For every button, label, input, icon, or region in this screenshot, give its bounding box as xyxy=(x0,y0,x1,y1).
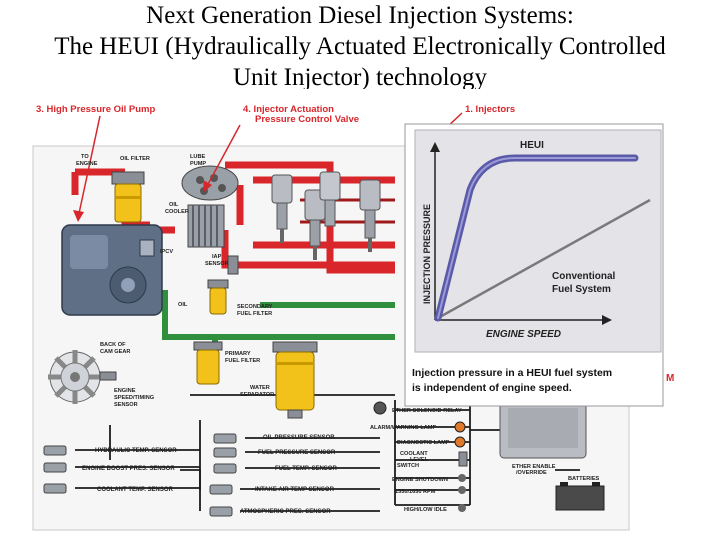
page-title: Next Generation Diesel Injection Systems… xyxy=(0,0,720,89)
label-high-low-idle: HIGH/LOW IDLE xyxy=(404,507,447,513)
label-water-sep-1: WATER xyxy=(250,385,270,391)
label-ether-enable-2: /OVERRIDE xyxy=(516,470,547,476)
graph-conventional-label-1: Conventional xyxy=(552,271,616,282)
graph-x-axis-label: ENGINE SPEED xyxy=(486,329,561,340)
label-oil-pressure-sensor: OIL PRESSURE SENSOR xyxy=(263,435,335,441)
label-iap-sensor-2: SENSOR xyxy=(205,261,229,267)
label-speed-sensor-1: ENGINE xyxy=(114,388,136,394)
conventional-fuel-system-line xyxy=(437,198,651,320)
label-engine-shutdown: ENGINE SHUTDOWN xyxy=(392,477,448,483)
secondary-fuel-filter xyxy=(207,279,229,315)
label-to-engine-1: TO xyxy=(81,154,89,160)
label-coolant-switch-3: SWITCH xyxy=(397,463,419,469)
batteries xyxy=(555,482,605,511)
oil-cooler xyxy=(187,204,225,248)
control-switch-1 xyxy=(458,474,466,482)
label-primary-filter-2: FUEL FILTER xyxy=(225,358,260,364)
label-oil-cooler-2: COOLER xyxy=(165,209,189,215)
label-oil: OIL xyxy=(178,302,188,308)
high-pressure-oil-pump xyxy=(61,224,163,316)
injector-bank xyxy=(271,171,381,260)
graph-y-axis-arrow xyxy=(430,142,440,152)
title-line-2: The HEUI (Hydraulically Actuated Electro… xyxy=(54,33,666,60)
sensor-probes-mid xyxy=(209,433,237,517)
graph-y-axis-label: INJECTION PRESSURE xyxy=(422,204,432,304)
control-switch-3 xyxy=(458,504,466,512)
label-speed-sensor-2: SPEED/TIMING xyxy=(114,395,154,401)
graph-x-axis-arrow xyxy=(602,315,612,325)
graph-heui-label: HEUI xyxy=(520,140,544,151)
label-back-cam-1: BACK OF xyxy=(100,342,126,348)
ecm-module xyxy=(499,399,587,459)
label-coolant-switch-2: LEVEL xyxy=(410,457,429,463)
label-batteries: BATTERIES xyxy=(568,476,600,482)
pressure-graph-inset: HEUI INJECTION PRESSURE ENGINE SPEED Con… xyxy=(404,123,664,407)
label-secondary-filter-2: FUEL FILTER xyxy=(237,311,272,317)
label-coolant-temp-sensor: COOLANT TEMP. SENSOR xyxy=(97,487,174,493)
label-lube-pump-1: LUBE xyxy=(190,154,205,160)
cam-gear xyxy=(48,350,102,404)
label-fuel-temp-sensor: FUEL TEMP. SENSOR xyxy=(275,466,337,472)
callout-injector-actuation-1: 4. Injector Actuation xyxy=(243,104,334,115)
oil-filter xyxy=(111,171,145,223)
primary-fuel-filter xyxy=(193,341,223,385)
label-water-sep-2: SEPARATOR xyxy=(240,392,274,398)
graph-caption-2: is independent of engine speed. xyxy=(412,382,572,394)
graph-conventional-label-2: Fuel System xyxy=(552,284,611,295)
title-block: Next Generation Diesel Injection Systems… xyxy=(0,0,720,89)
label-fuel-pressure-sensor: FUEL PRESSURE SENSOR xyxy=(258,450,336,456)
label-back-cam-2: CAM GEAR xyxy=(100,349,130,355)
label-engine-boost-sensor: ENGINE BOOST PRES. SENSOR xyxy=(82,466,175,472)
heui-curve-highlight xyxy=(437,157,636,319)
label-ether-enable-1: ETHER ENABLE xyxy=(512,464,556,470)
title-line-3: Unit Injector) technology xyxy=(232,64,488,89)
label-cut-m: M xyxy=(666,373,674,384)
label-oil-filter: OIL FILTER xyxy=(120,156,150,162)
label-diagnostic-lamp: DIAGNOSTIC LAMP xyxy=(397,440,450,446)
graph-caption-1: Injection pressure in a HEUI fuel system xyxy=(412,367,612,379)
label-intake-air-temp-sensor: INTAKE AIR TEMP SENSOR xyxy=(255,487,335,493)
callout-high-pressure-oil-pump: 3. High Pressure Oil Pump xyxy=(36,104,156,115)
label-primary-filter-1: PRIMARY xyxy=(225,351,251,357)
injector-3 xyxy=(319,171,341,227)
water-separator xyxy=(272,341,318,419)
label-ipcv: IPCV xyxy=(160,249,173,255)
graph-panel xyxy=(414,129,662,353)
iap-sensor xyxy=(227,255,239,275)
control-switch-2 xyxy=(458,486,466,494)
label-iap-sensor-1: IAP xyxy=(212,254,222,260)
coolant-level-switch xyxy=(458,451,468,467)
callout-injectors: 1. Injectors xyxy=(465,104,515,115)
label-ether-relay: ETHER SOLENOID RELAY xyxy=(392,408,462,414)
label-hydraulic-temp-sensor: HYDRAULIC TEMP. SENSOR xyxy=(95,448,177,454)
label-secondary-filter-1: SECONDARY xyxy=(237,304,273,310)
label-lube-pump-2: PUMP xyxy=(190,161,206,167)
label-oil-cooler-1: OIL xyxy=(169,202,179,208)
diagnostic-lamp xyxy=(454,436,466,448)
alarm-lamp xyxy=(454,421,466,433)
label-rpm: 1550/1650 RPM xyxy=(395,489,436,495)
speed-timing-sensor xyxy=(99,371,117,381)
injector-1 xyxy=(271,174,293,243)
title-line-1: Next Generation Diesel Injection Systems… xyxy=(146,2,574,29)
label-coolant-switch-1: COOLANT xyxy=(400,451,428,457)
ether-solenoid-relay xyxy=(373,401,387,415)
lube-pump xyxy=(181,165,239,201)
label-alarm-lamp: ALARM/WARNING LAMP xyxy=(370,425,436,431)
label-atmospheric-pres-sensor: ATMOSPHERIC PRES. SENSOR xyxy=(240,509,331,515)
label-speed-sensor-3: SENSOR xyxy=(114,402,138,408)
injector-4 xyxy=(359,179,381,252)
callout-injector-actuation-2: Pressure Control Valve xyxy=(255,114,359,125)
sensor-probes-left xyxy=(43,445,67,494)
label-to-engine-2: ENGINE xyxy=(76,161,98,167)
